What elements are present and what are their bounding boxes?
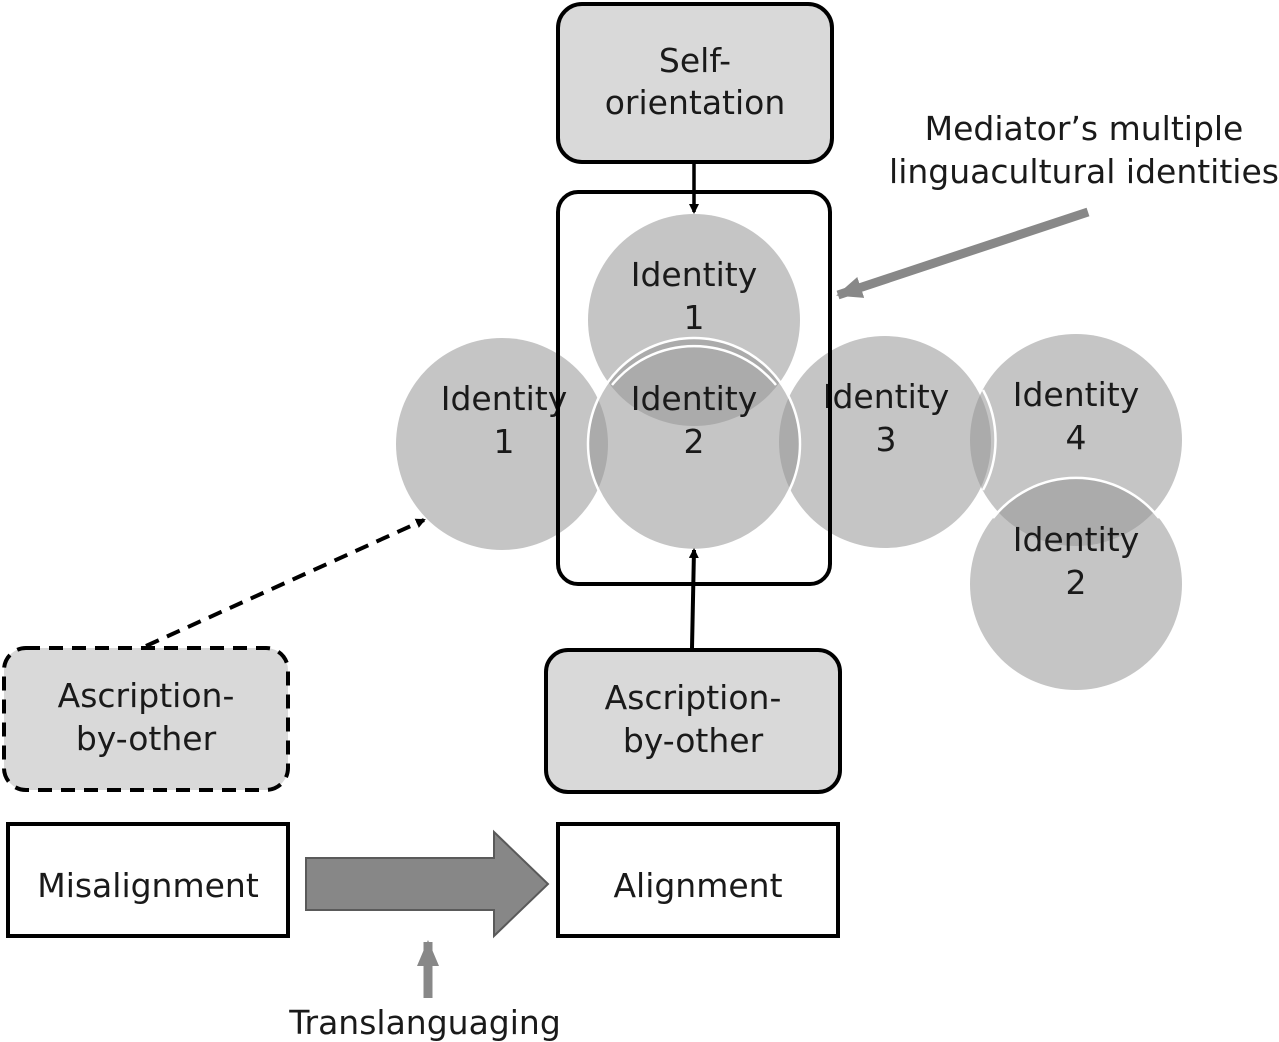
identity-right3-label-line2: 3 <box>876 420 897 459</box>
misalignment-label: Misalignment <box>37 866 259 905</box>
ascription-center-arrow <box>688 548 699 649</box>
identity-top-label-line2: 1 <box>684 298 705 337</box>
ascription-left-label-line1: Ascription- <box>58 676 235 715</box>
ascription-left-dashed-arrow <box>145 518 426 648</box>
identity-bottom-right-label-line1: Identity <box>1013 520 1139 559</box>
translanguaging-label: Translanguaging <box>288 1003 561 1042</box>
identity-circle-right4-outline <box>981 389 997 491</box>
annotation-label-line2: linguacultural identities <box>889 152 1279 191</box>
misalignment-box: Misalignment <box>6 822 290 938</box>
identity-circles <box>396 214 1182 690</box>
annotation-arrow <box>836 207 1090 300</box>
identity-top-label-line1: Identity <box>631 255 757 294</box>
ascription-left-box: Ascription- by-other <box>2 646 290 792</box>
identity-left-label-line2: 1 <box>494 422 515 461</box>
identity-bottom-right-label-line2: 2 <box>1066 563 1087 602</box>
ascription-center-label-line2: by-other <box>623 721 764 760</box>
self-orientation-label-line1: Self- <box>659 41 731 80</box>
identity-right4-label-line2: 4 <box>1066 418 1087 457</box>
self-orientation-box: Self- orientation <box>556 2 834 164</box>
annotation-label-line1: Mediator’s multiple <box>925 109 1244 148</box>
alignment-label: Alignment <box>613 866 782 905</box>
identity-left-label-line1: Identity <box>441 379 567 418</box>
transition-block-arrow <box>305 829 550 939</box>
ascription-left-label-line2: by-other <box>76 719 217 758</box>
self-orientation-label-line2: orientation <box>605 83 786 122</box>
identity-center-label-line1: Identity <box>631 379 757 418</box>
identity-circle-top-outline <box>611 344 777 386</box>
identity-right4-label-line1: Identity <box>1013 375 1139 414</box>
identity-center-label-line2: 2 <box>684 422 705 461</box>
alignment-box: Alignment <box>556 822 840 938</box>
identity-circle-bottom-right <box>970 478 1182 690</box>
identity-right3-label-line1: Identity <box>823 377 949 416</box>
ascription-center-box: Ascription- by-other <box>544 648 842 794</box>
identity-circle-left <box>396 338 608 550</box>
identity-circle-bottom-right-outline <box>992 476 1160 519</box>
ascription-center-label-line1: Ascription- <box>605 678 782 717</box>
